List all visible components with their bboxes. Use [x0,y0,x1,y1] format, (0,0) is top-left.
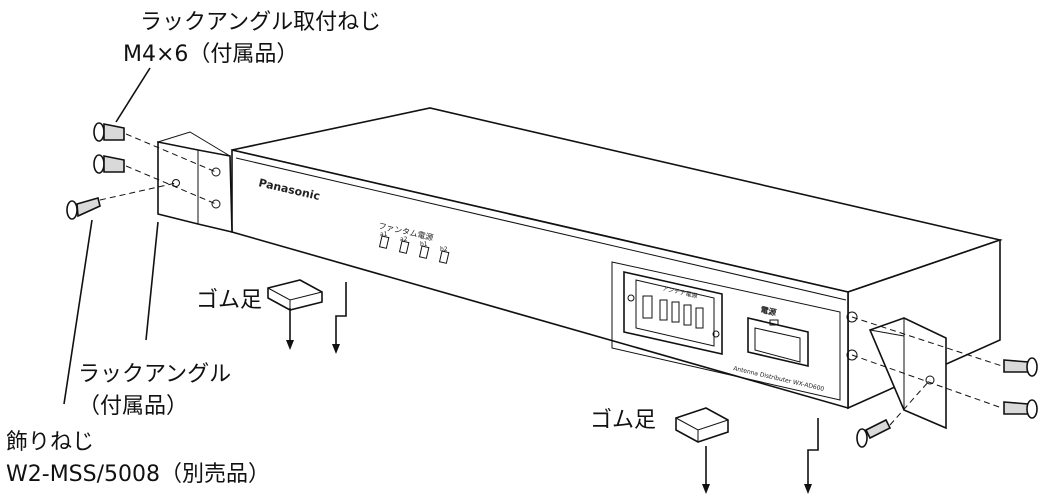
rack-angle-label-line1: ラックアングル [78,362,232,387]
rack-screw-left-lower [93,154,125,174]
phantom-switch-b1 [418,245,430,259]
rubber-foot-label-right: ゴム足 [590,408,657,433]
rubber-foot-right [675,407,729,443]
rack-screw-left-upper [93,122,125,142]
leader-lines [63,67,159,405]
arrows [286,282,819,494]
power-label: 電源 [760,304,778,317]
phantom-switch-a1 [378,235,390,249]
decorative-screw-label-line1: 飾りねじ [6,430,95,455]
phantom-channel-a1: a1 [380,231,388,238]
rack-screw-label-line2: M4×6（付属品） [123,42,299,67]
rack-screw-right-upper [1003,357,1038,377]
rack-screw-right-lower [1003,399,1038,419]
power-switch: 電源 [747,304,809,368]
decorative-screw-right [856,418,892,448]
rubber-foot-label-left: ゴム足 [196,288,263,313]
rack-angle-label-line2: （付属品） [78,394,189,419]
phantom-switch-a2 [398,240,410,254]
phantom-channel-b1: b1 [420,241,428,248]
rubber-foot-left [267,279,323,311]
decorative-screw-label-line2: W2-MSS/5008（別売品） [6,462,271,487]
decorative-screw-left [66,197,101,220]
phantom-channel-a2: a2 [400,236,408,243]
phantom-switch-b2 [438,250,450,264]
antenna-power-panel: アンテナ電源 [623,271,723,355]
rack-angle-left [157,131,233,234]
rack-screw-label-line1: ラックアングル取付ねじ [140,10,382,35]
rack-angle-right [868,317,947,430]
phantom-switch-group: a1 a2 b1 b2 [378,231,450,264]
phantom-channel-b2: b2 [440,246,448,253]
